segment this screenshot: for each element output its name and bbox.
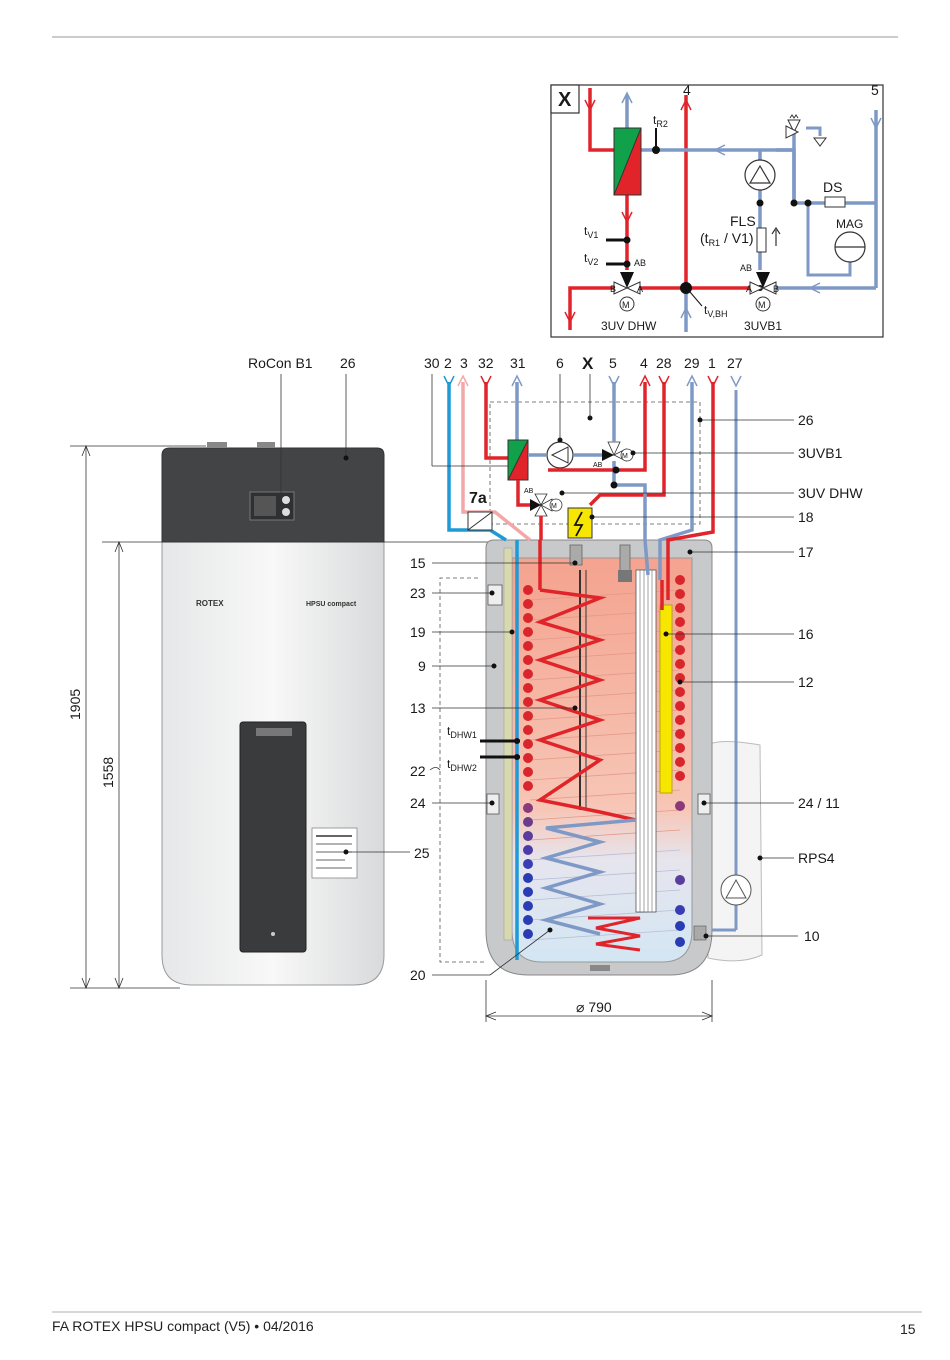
electric-box	[568, 508, 592, 538]
label-3uvb1-right: 3UVB1	[798, 445, 843, 461]
label-19: 19	[410, 624, 426, 640]
flow-sensor-fls	[757, 228, 766, 252]
svg-text:AB: AB	[593, 462, 603, 469]
front-panel	[240, 722, 306, 952]
label-fls: FLS	[730, 213, 756, 229]
svg-text:B: B	[610, 284, 616, 294]
label-26-top: 26	[340, 355, 356, 371]
central-tube	[636, 570, 656, 912]
svg-text:M: M	[551, 503, 557, 510]
label-12: 12	[798, 674, 814, 690]
label-x: X	[582, 354, 594, 373]
svg-text:B: B	[773, 284, 779, 294]
dim-790: ⌀ 790	[576, 999, 612, 1015]
label-tdhw2: tDHW2	[447, 757, 477, 773]
label-2: 2	[444, 355, 452, 371]
label-26-right: 26	[798, 412, 814, 428]
label-4: 4	[640, 355, 648, 371]
label-27: 27	[727, 355, 743, 371]
label-22: 22	[410, 763, 426, 779]
label-24: 24	[410, 795, 426, 811]
top-number-labels: 30 2 3 32 31 6 X 5 4 28 29 1 27	[424, 354, 743, 466]
detail-x-port-5: 5	[871, 82, 879, 98]
label-fls-sub: (tR1 / V1)	[700, 230, 754, 248]
label-3uvb1: 3UVB1	[744, 319, 782, 333]
label-mag: MAG	[836, 217, 863, 231]
label-20: 20	[410, 967, 426, 983]
svg-text:A: A	[637, 284, 643, 294]
label-9: 9	[418, 658, 426, 674]
pump-circulation	[745, 160, 775, 190]
svg-text:AB: AB	[634, 258, 646, 268]
svg-text:M: M	[758, 300, 766, 310]
svg-text:M: M	[622, 300, 630, 310]
label-3uv-dhw: 3UV DHW	[601, 319, 657, 333]
label-rocon-b1: RoCon B1	[248, 355, 313, 371]
label-15: 15	[410, 555, 426, 571]
svg-text:AB: AB	[524, 488, 534, 495]
label-23: 23	[410, 585, 426, 601]
label-3: 3	[460, 355, 468, 371]
label-31: 31	[510, 355, 526, 371]
brand-logo: ROTEX	[196, 599, 224, 608]
label-6: 6	[556, 355, 564, 371]
svg-text:M: M	[622, 453, 628, 460]
label-25: 25	[414, 845, 430, 861]
label-rps4: RPS4	[798, 850, 835, 866]
label-17: 17	[798, 544, 814, 560]
label-32: 32	[478, 355, 494, 371]
label-1: 1	[708, 355, 716, 371]
svg-text:A: A	[746, 284, 752, 294]
label-ds: DS	[823, 179, 842, 195]
footer-page-number: 15	[900, 1321, 916, 1337]
label-3uv-dhw-right: 3UV DHW	[798, 485, 863, 501]
label-13: 13	[410, 700, 426, 716]
label-10: 10	[804, 928, 820, 944]
label-16: 16	[798, 626, 814, 642]
label-18: 18	[798, 509, 814, 525]
label-28: 28	[656, 355, 672, 371]
dim-1558: 1558	[100, 757, 116, 788]
detail-x-schematic: X 4 5 tR2	[551, 82, 883, 337]
label-tdhw1: tDHW1	[447, 724, 477, 740]
svg-text:AB: AB	[740, 263, 752, 273]
label-30: 30	[424, 355, 440, 371]
pressure-sensor-ds	[825, 197, 845, 207]
label-7a: 7a	[469, 490, 487, 507]
footer-doc-title: FA ROTEX HPSU compact (V5) • 04/2016	[52, 1318, 314, 1334]
detail-x-frame	[551, 85, 883, 337]
label-5: 5	[609, 355, 617, 371]
label-29: 29	[684, 355, 700, 371]
dim-1905: 1905	[67, 689, 83, 720]
detail-x-marker: X	[558, 89, 572, 111]
label-24-11: 24 / 11	[798, 795, 840, 811]
model-label: HPSU compact	[306, 601, 357, 608]
